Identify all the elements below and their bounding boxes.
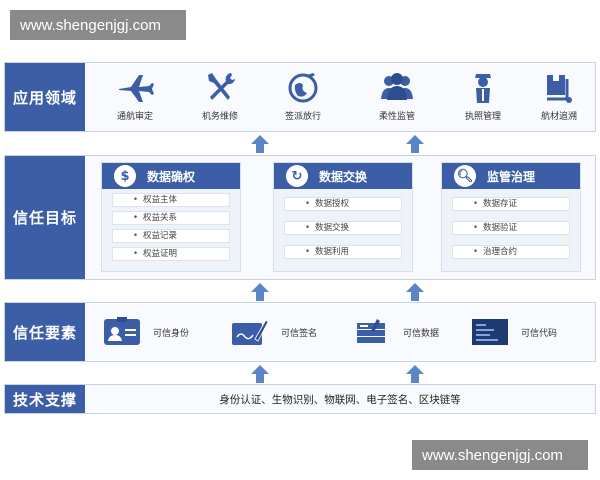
watermark-top: www.shengenjgj.com bbox=[10, 10, 186, 40]
app-label: 柔性监管 bbox=[378, 112, 415, 122]
target-item: 数据验证 bbox=[452, 221, 570, 235]
target-item: 权益记录 bbox=[112, 229, 230, 243]
element-label: 可信身份 bbox=[153, 328, 190, 339]
target-head: ↻ 数据交换 bbox=[274, 163, 412, 189]
target-item: 治理合约 bbox=[452, 245, 570, 259]
trust-target-row: 信任目标 $ 数据确权 权益主体 权益关系 权益记录 权益证明 ↻ 数据交换 数… bbox=[4, 155, 596, 280]
wrench-icon bbox=[208, 73, 235, 100]
target-data-rights: $ 数据确权 权益主体 权益关系 权益记录 权益证明 bbox=[101, 162, 241, 272]
app-label: 机务维修 bbox=[201, 112, 238, 122]
element-label: 可信数据 bbox=[403, 328, 440, 339]
globe-plane-icon bbox=[288, 73, 318, 103]
target-list: 数据授权 数据交换 数据利用 bbox=[274, 189, 412, 259]
element-label: 可信代码 bbox=[521, 328, 558, 339]
target-list: 数据存证 数据验证 治理合约 bbox=[442, 189, 580, 259]
pilot-icon bbox=[475, 74, 491, 103]
arrow-up-icon bbox=[406, 135, 424, 153]
target-list: 权益主体 权益关系 权益记录 权益证明 bbox=[102, 189, 240, 261]
target-title: 监管治理 bbox=[486, 169, 535, 184]
trust-elements-row: 信任要素 可信身份 可信签名 可信数据 bbox=[4, 302, 596, 362]
dollar-icon: $ bbox=[114, 165, 136, 187]
row-label-tech-support: 技术支撑 bbox=[5, 385, 85, 413]
cargo-box-icon bbox=[547, 75, 572, 103]
airplane-icon bbox=[119, 75, 154, 102]
app-item-license-management: 执照管理 bbox=[443, 69, 523, 122]
code-screen-icon bbox=[472, 319, 508, 345]
row-label-trust-target: 信任目标 bbox=[5, 156, 85, 279]
target-data-exchange: ↻ 数据交换 数据授权 数据交换 数据利用 bbox=[273, 162, 413, 272]
target-item: 权益证明 bbox=[112, 247, 230, 261]
app-label: 通航审定 bbox=[116, 112, 153, 122]
arrow-up-icon bbox=[251, 283, 269, 301]
target-item: 数据利用 bbox=[284, 245, 402, 259]
magnifier-chart-icon: 🔍︎ bbox=[454, 165, 476, 187]
element-trusted-identity: 可信身份 bbox=[103, 317, 189, 347]
target-head: $ 数据确权 bbox=[102, 163, 240, 189]
arrow-up-icon bbox=[406, 365, 424, 383]
element-trusted-code: 可信代码 bbox=[471, 317, 557, 347]
target-item: 数据授权 bbox=[284, 197, 402, 211]
id-card-icon bbox=[104, 317, 140, 345]
element-trusted-signature: 可信签名 bbox=[231, 317, 317, 347]
row-label-application: 应用领域 bbox=[5, 63, 85, 131]
watermark-bottom: www.shengenjgj.com bbox=[412, 440, 588, 470]
row-label-trust-elements: 信任要素 bbox=[5, 303, 85, 361]
app-item-dispatch: 签派放行 bbox=[263, 69, 343, 122]
target-title: 数据交换 bbox=[318, 169, 367, 184]
signature-pen-icon bbox=[232, 319, 269, 345]
arrow-up-icon bbox=[406, 283, 424, 301]
app-label: 签派放行 bbox=[284, 112, 321, 122]
arrow-up-icon bbox=[251, 135, 269, 153]
app-item-maintenance: 机务维修 bbox=[180, 69, 260, 122]
app-label: 航材追溯 bbox=[540, 112, 577, 122]
app-label: 执照管理 bbox=[464, 112, 501, 122]
tech-support-text: 身份认证、生物识别、物联网、电子签名、区块链等 bbox=[219, 393, 461, 406]
target-title: 数据确权 bbox=[146, 169, 195, 184]
target-governance: 🔍︎ 监管治理 数据存证 数据验证 治理合约 bbox=[441, 162, 581, 272]
arrow-up-icon bbox=[251, 365, 269, 383]
target-item: 数据存证 bbox=[452, 197, 570, 211]
target-item: 权益主体 bbox=[112, 193, 230, 207]
element-trusted-data: 可信数据 bbox=[353, 317, 439, 347]
target-head: 🔍︎ 监管治理 bbox=[442, 163, 580, 189]
target-item: 数据交换 bbox=[284, 221, 402, 235]
application-row: 应用领域 通航审定 机务维修 签派放行 柔性监管 bbox=[4, 62, 596, 132]
app-item-flexible-supervision: 柔性监管 bbox=[357, 69, 437, 122]
tech-support-row: 技术支撑 身份认证、生物识别、物联网、电子签名、区块链等 bbox=[4, 384, 596, 414]
refresh-icon: ↻ bbox=[286, 165, 308, 187]
target-item: 权益关系 bbox=[112, 211, 230, 225]
app-item-aviation-approval: 通航审定 bbox=[95, 69, 175, 122]
element-label: 可信签名 bbox=[281, 328, 318, 339]
data-stack-icon bbox=[357, 319, 385, 343]
people-icon bbox=[381, 73, 413, 100]
app-item-parts-traceability: 航材追溯 bbox=[519, 69, 599, 122]
